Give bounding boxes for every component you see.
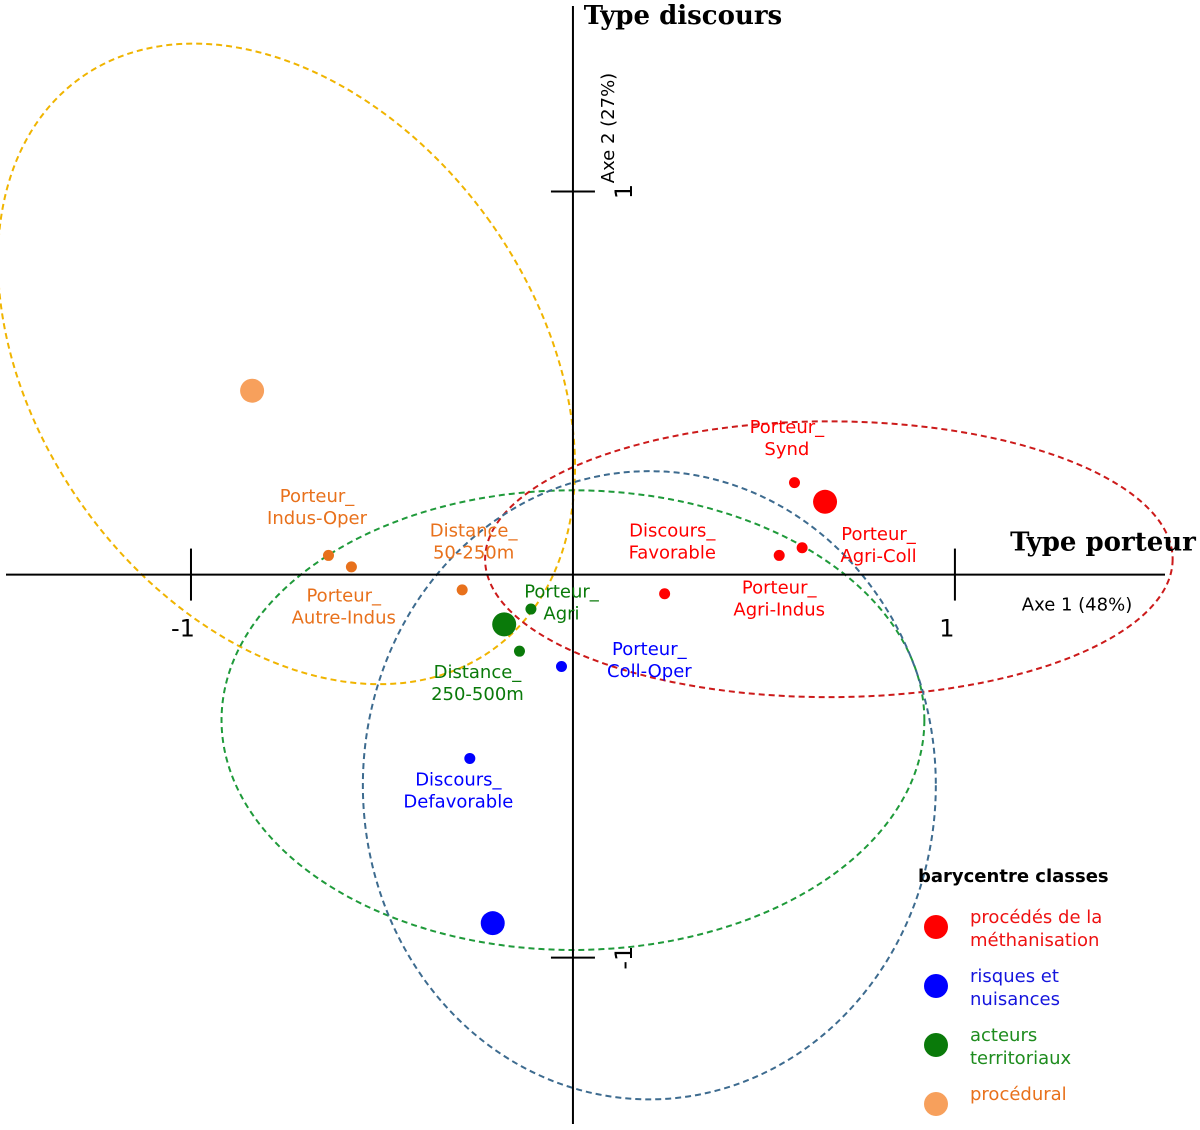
point-1 [796, 542, 808, 554]
x-axis-label: Axe 1 (48%) [1022, 595, 1132, 616]
ellipse-2 [484, 420, 1174, 699]
point-2 [773, 549, 785, 561]
point-7 [513, 645, 525, 657]
y-axis-label: Axe 2 (27%) [598, 73, 619, 183]
point-5 [464, 752, 476, 764]
y-tick-label-1: -1 [610, 946, 638, 970]
legend-label-3: procédural [970, 1084, 1067, 1105]
data-points: Porteur_SyndPorteur_Agri-CollPorteur_Agr… [267, 417, 917, 812]
point-label-10: Porteur_Autre-Indus [292, 585, 396, 628]
point-0 [788, 477, 800, 489]
x-tick-label-1: 1 [939, 615, 954, 643]
point-3 [659, 588, 671, 600]
barycentre-points [240, 378, 838, 936]
point-label-5: Discours_Defavorable [403, 769, 513, 812]
point-label-6: Porteur_Agri [524, 582, 600, 625]
ellipse-3 [361, 470, 937, 1101]
point-label-7: Distance_250-500m [431, 662, 524, 705]
point-label-8: Distance_50-250m [430, 520, 519, 563]
point-10 [345, 561, 357, 573]
point-label-3: Discours_Favorable [629, 520, 717, 563]
axes: -1 1 1 -1 Type porteur Axe 1 (48%) Type dis… [6, 1, 1196, 1124]
x-tick-label-0: -1 [171, 615, 195, 643]
legend-marker-3 [924, 1092, 948, 1116]
barycentre-1 [480, 911, 505, 936]
point-8 [456, 584, 468, 596]
point-label-4: Porteur_Coll-Oper [607, 639, 692, 682]
barycentre-0 [813, 489, 838, 514]
barycentre-3 [240, 378, 265, 403]
barycentre-2 [492, 612, 517, 637]
legend-marker-0 [924, 915, 948, 939]
legend-marker-2 [924, 1033, 948, 1057]
point-label-0: Porteur_Synd [750, 417, 826, 460]
point-label-1: Porteur_Agri-Coll [840, 524, 916, 567]
point-label-2: Porteur_Agri-Indus [733, 578, 825, 621]
ellipse-0 [0, 42, 577, 686]
point-4 [555, 661, 567, 673]
point-9 [322, 549, 334, 561]
legend-marker-1 [924, 974, 948, 998]
y-tick-label-0: 1 [610, 184, 638, 199]
y-axis-title: Type discours [584, 1, 782, 31]
x-axis-title: Type porteur [1010, 528, 1196, 558]
point-label-9: Porteur_Indus-Oper [267, 486, 368, 529]
legend-title: barycentre classes [918, 866, 1109, 887]
axis-ticks: -1 1 1 -1 [171, 184, 956, 970]
point-6 [525, 603, 537, 615]
